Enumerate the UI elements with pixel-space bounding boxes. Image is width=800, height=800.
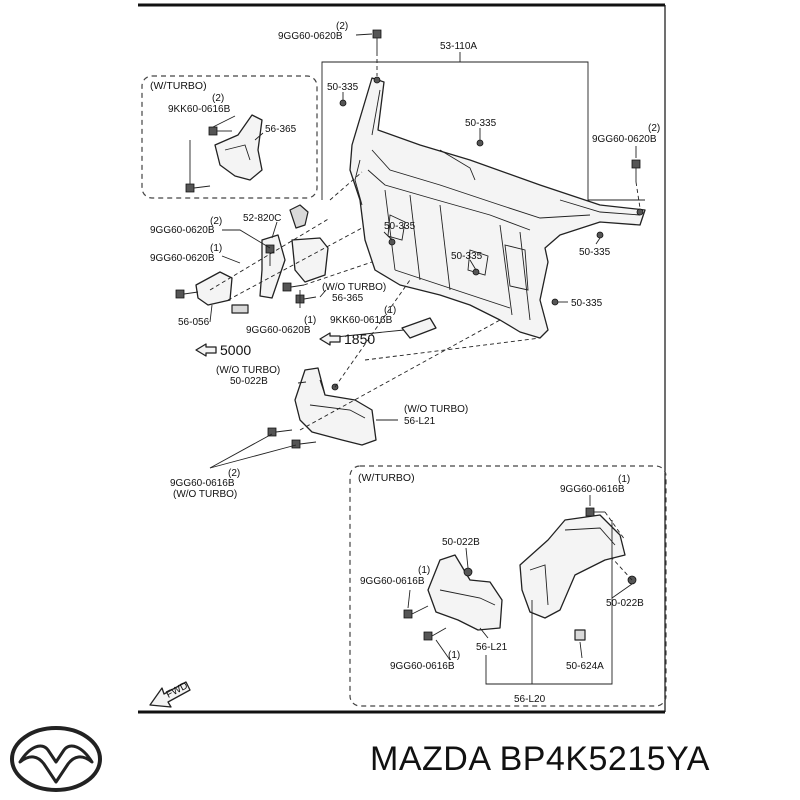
panel-label: 53-110A <box>440 41 477 52</box>
bolt-wo-qty: (1) <box>384 305 396 316</box>
turbo-bottom-box <box>349 465 667 707</box>
turbo-bolt-qty: (2) <box>212 93 224 104</box>
air-duct-56-l21-wo-turbo <box>294 367 377 446</box>
t-bolt-2-qty: (1) <box>418 565 430 576</box>
bracket-56-056 <box>195 271 249 314</box>
turbo-bolt-label: 9KK60-0616B <box>168 104 231 115</box>
wo-turbo-label-4: (W/O TURBO) <box>173 489 237 500</box>
bolt-l1-label: 9GG60-0620B <box>150 225 215 236</box>
radiator-support-panel <box>349 76 646 339</box>
deflector-w-o-turbo <box>401 317 437 339</box>
ref-1850-label: 1850 <box>344 331 375 347</box>
t-clip-1-label: 50-022B <box>442 537 480 548</box>
wo-turbo-label-1: (W/O TURBO) <box>322 282 386 293</box>
bolt-c-qty: (1) <box>304 315 316 326</box>
turbo-top-box <box>141 75 318 199</box>
fwd-arrow: FWD <box>149 680 191 708</box>
clip-label-5: 50-335 <box>579 247 611 258</box>
turbo-top-caption: (W/TURBO) <box>150 80 207 92</box>
turbo-duct-56-l20 <box>519 514 626 641</box>
t-bolt-1-label: 9GG60-0616B <box>560 484 625 495</box>
turbo-bottom-caption: (W/TURBO) <box>358 472 415 484</box>
bolt-b-label: 9GG60-0616B <box>170 478 235 489</box>
guide-lines <box>209 52 641 581</box>
clip-label-1: 50-335 <box>327 82 359 93</box>
bolt-wo-label: 9KK60-0616B <box>330 315 393 326</box>
fwd-label: FWD <box>165 680 190 700</box>
turbo-duct-56-l21 <box>427 554 503 631</box>
t-bolt-3-label: 9GG60-0616B <box>390 661 455 672</box>
bolt-top-label: 9GG60-0620B <box>278 31 343 42</box>
bolts <box>175 29 641 641</box>
bracket-56056-label: 56-056 <box>178 317 210 328</box>
part-labels: (2) 9GG60-0620B 53-110A 50-335 50-335 (2… <box>150 21 660 705</box>
clip-label-6: 50-335 <box>571 298 603 309</box>
page-title: MAZDA BP4K5215YA <box>370 740 710 778</box>
bolt-l1-qty: (2) <box>210 216 222 227</box>
t-bolt-1-qty: (1) <box>618 474 630 485</box>
bolt-right-qty: (2) <box>648 123 660 134</box>
wo-turbo-label-3: (W/O TURBO) <box>404 404 468 415</box>
bolt-c-label: 9GG60-0620B <box>246 325 311 336</box>
bracket-wo-label: 56-365 <box>332 293 364 304</box>
bolt-b-qty: (2) <box>228 468 240 479</box>
bolt-right-label: 9GG60-0620B <box>592 134 657 145</box>
ref-5000-label: 5000 <box>220 342 251 358</box>
bracket-left-label: 52-820C <box>243 213 281 224</box>
ref-arrow-5000 <box>195 343 217 357</box>
clip-label-4: 50-335 <box>451 251 483 262</box>
duct-clip-wo-label: 50-022B <box>230 376 268 387</box>
mazda-logo-icon <box>10 726 102 792</box>
bolt-top-qty: (2) <box>336 21 348 32</box>
t-clip-2-label: 50-022B <box>606 598 644 609</box>
turbo-bracket-label: 56-365 <box>265 124 297 135</box>
clip-label-3: 50-335 <box>384 221 416 232</box>
bolt-l2-qty: (1) <box>210 243 222 254</box>
clip-label-2: 50-335 <box>465 118 497 129</box>
t-bolt-3-qty: (1) <box>448 650 460 661</box>
ref-arrow-1850 <box>319 332 341 346</box>
wo-turbo-label-2: (W/O TURBO) <box>216 365 280 376</box>
t-duct-main-label: 56-L20 <box>514 694 546 705</box>
t-seal-label: 50-624A <box>566 661 604 672</box>
t-duct-label: 56-L21 <box>476 642 508 653</box>
bolt-l2-label: 9GG60-0620B <box>150 253 215 264</box>
turbo-bracket-56-365 <box>214 114 263 181</box>
duct-wo-label: 56-L21 <box>404 416 436 427</box>
t-bolt-2-label: 9GG60-0616B <box>360 576 425 587</box>
